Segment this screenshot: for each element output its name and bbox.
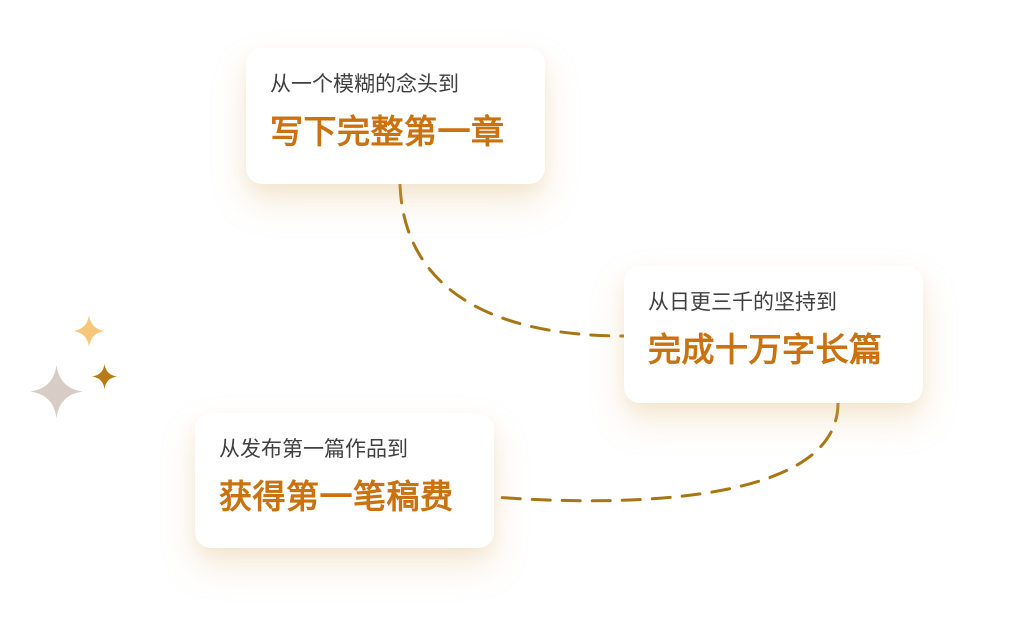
sparkle-gray-icon — [29, 364, 84, 419]
milestone-subtitle: 从发布第一篇作品到 — [219, 437, 408, 461]
milestone-title: 获得第一笔稿费 — [219, 477, 454, 516]
milestone-card-first-fee: 从发布第一篇作品到 获得第一笔稿费 — [195, 413, 494, 548]
milestone-title: 完成十万字长篇 — [648, 330, 883, 369]
sparkle-light-icon — [72, 314, 106, 348]
milestone-card-long-novel: 从日更三千的坚持到 完成十万字长篇 — [624, 266, 923, 403]
milestone-subtitle: 从一个模糊的念头到 — [270, 72, 459, 96]
path-card1-to-card2 — [398, 183, 626, 338]
sparkle-dark-icon — [91, 363, 118, 390]
milestone-title: 写下完整第一章 — [270, 112, 505, 151]
milestone-subtitle: 从日更三千的坚持到 — [648, 290, 837, 314]
milestone-card-first-chapter: 从一个模糊的念头到 写下完整第一章 — [246, 48, 545, 184]
path-card2-to-card3 — [492, 401, 840, 503]
